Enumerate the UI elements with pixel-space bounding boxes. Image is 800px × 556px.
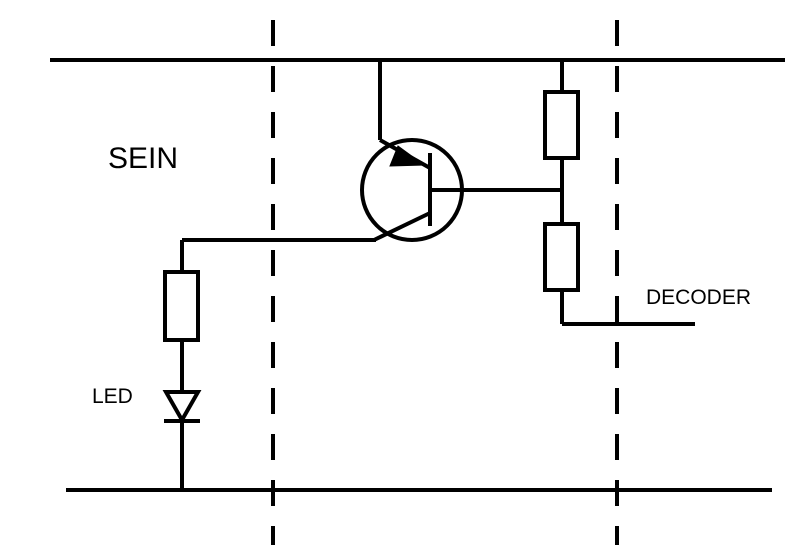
sein-label: SEIN [108, 142, 179, 175]
pnp-transistor [360, 60, 562, 242]
resistor-lower-icon [543, 222, 580, 292]
resistor-upper-icon [543, 90, 580, 160]
led-resistor-icon [163, 270, 200, 342]
led-diode-icon [162, 390, 202, 425]
led-label: LED [92, 385, 133, 408]
transistor-collector [373, 211, 431, 242]
transistor-emitter-arrow-icon [389, 145, 426, 167]
decoder-label: DECODER [646, 286, 752, 309]
